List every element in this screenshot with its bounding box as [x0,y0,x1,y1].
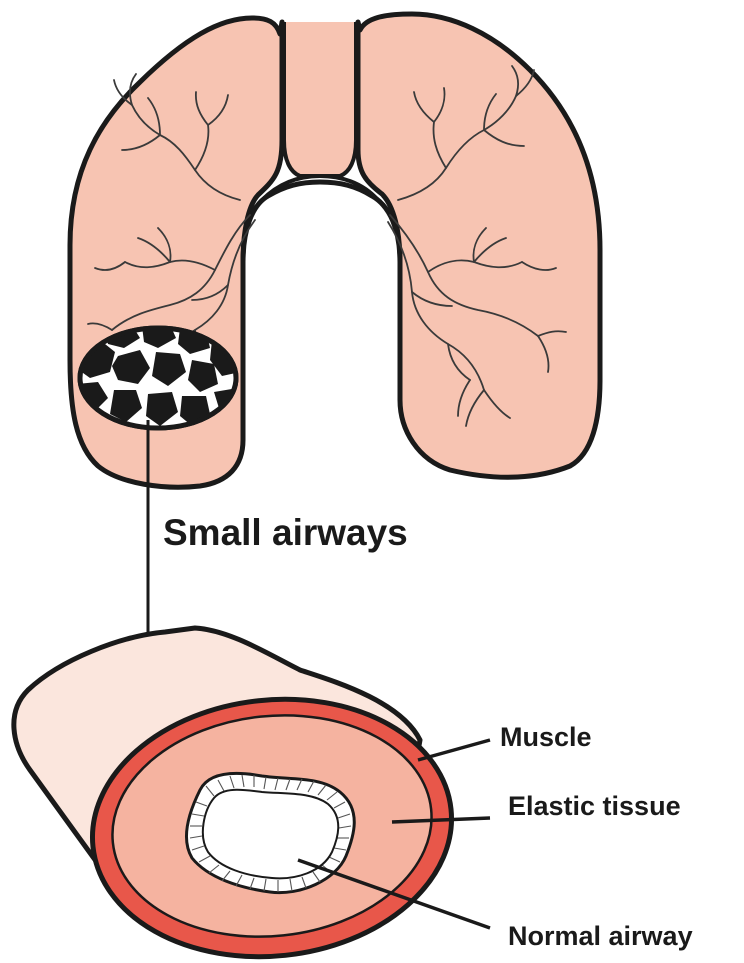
elastic-tissue-label: Elastic tissue [508,791,681,821]
airway-cross-section [14,628,465,963]
small-airways-label: Small airways [163,512,408,553]
airway-lumen [203,790,338,879]
normal-airway-label: Normal airway [508,921,693,951]
hilum-notch [262,186,378,260]
muscle-pointer [418,740,490,760]
right-lung [358,14,600,477]
trachea-fill-cover [287,22,353,150]
muscle-label: Muscle [500,722,592,752]
